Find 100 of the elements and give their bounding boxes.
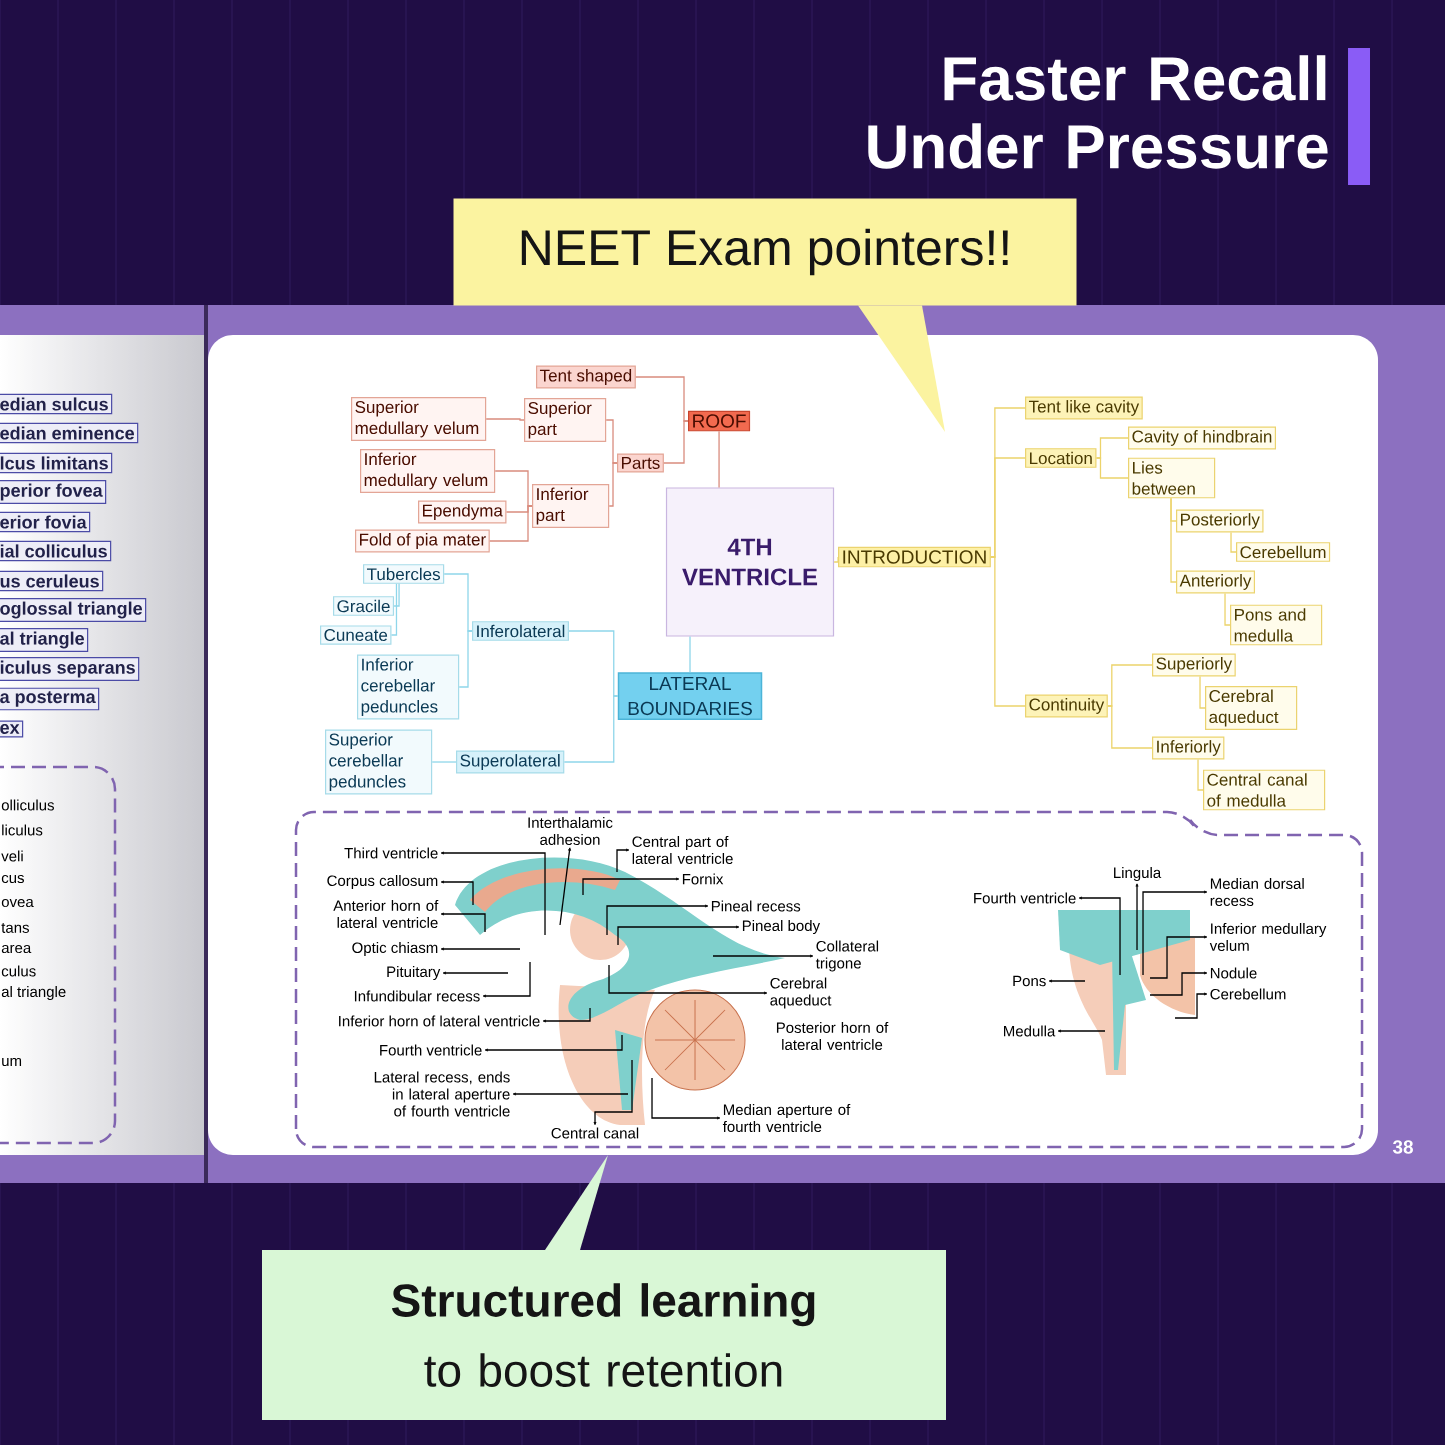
connector-line [1199,675,1206,709]
topic-box: Gracile [333,596,395,616]
leader-line [1078,896,1121,976]
leader-line [616,848,630,873]
part-label: Lateral recess, ends in lateral aperture of fourth ventricle [374,1071,510,1117]
connector-line [833,556,839,563]
leader-line [1174,992,1208,1019]
leader-line [651,1077,721,1120]
topic-box: Tent shaped [536,365,636,389]
part-label: Inferior medullary velum [1209,923,1327,951]
topic-box: Inferolateral [472,621,569,641]
list-tag: ial colliculus [0,540,112,562]
connector-line [563,695,619,763]
leader-line [440,947,521,951]
part-label: Pons [1013,975,1046,987]
topic-box: Cerebral aqueduct [1205,686,1298,731]
connector-line [1107,705,1153,749]
part-label: Nodule [1210,967,1257,979]
leader-line [559,847,571,926]
part-label: Corpus callosum [327,875,438,889]
part-label: Inferior horn of lateral ventricle [339,1015,540,1027]
leader-line [1142,890,1208,976]
topic-box: Posteriorly [1176,509,1264,533]
list-tag: erior fovia [0,511,91,533]
connector-line [1224,592,1231,626]
topic-box: Central canal of medulla [1203,769,1326,811]
leader-line [440,851,546,936]
branch-box: LATERAL BOUNDARIES [617,672,763,720]
leader-line [542,1007,591,1023]
leader-line [442,971,509,975]
leader-line [512,1092,629,1096]
connector-line [458,630,473,688]
connector-line [1095,457,1129,479]
leader-line [1149,935,1208,979]
part-label: Cerebral aqueduct [770,977,832,1009]
topic-box: Tubercles [363,564,445,584]
part-label: area [1,944,32,954]
speech-bubble: Structured learning to boost retention [262,1250,946,1420]
part-label: Fornix [682,873,724,885]
part-label: Cerebellum [1210,988,1286,1000]
part-label: al triangle [1,986,66,1000]
topic-box: Parts [617,453,664,473]
topic-box: Inferior part [532,483,610,529]
list-tag: oglossal triangle [0,598,147,623]
leader-line [1135,883,1139,951]
part-label: Median dorsal recess [1210,878,1304,906]
title: Faster Recall Under Pressure [868,55,1328,169]
branch-box: ROOF [688,410,751,432]
topic-box: Inferior medullary velum [360,448,496,494]
part-label: liculus [2,824,43,836]
part-label: Pineal recess [711,900,801,912]
part-label: Pituitary [387,966,441,980]
leader-line [1149,971,1208,996]
central-topic-box: 4TH VENTRICLE [665,487,835,637]
leader-line [482,961,531,998]
leader-line [712,954,814,958]
connector-line [1230,531,1237,553]
topic-box: Superior medullary velum [351,396,487,442]
topic-box: Fold of pia mater [355,529,490,553]
connector-line [990,556,1026,707]
part-label: Infundibular recess [354,990,480,1002]
topic-box: Lies between [1128,457,1216,499]
part-label: ovea [1,898,34,908]
topic-box: Tent like cavity [1025,396,1143,420]
list-tag: al triangle [0,628,89,653]
part-label: Interthalamic adhesion [528,817,613,845]
leader-line [606,904,709,936]
topic-box: Cavity of hindbrain [1128,426,1276,450]
part-label: Central canal [551,1127,639,1139]
connector-line [718,430,720,489]
part-label: tans [1,923,29,933]
connector-line [1170,497,1177,583]
part-label: culus [1,965,36,977]
topic-box: Ependyma [418,500,507,524]
part-label: olliculus [1,799,54,811]
topic-box: Superior part [524,397,607,443]
part-label: Optic chiasm [352,942,438,956]
connector-line [485,418,525,421]
leader-line [608,964,768,995]
topic-box: Continuity [1025,694,1108,718]
topic-box: Superiorly [1152,653,1236,677]
part-label: Fourth ventricle [380,1044,482,1056]
part-label: veli [1,850,23,862]
part-label: cus [1,874,24,884]
part-label: um [2,1057,22,1067]
part-label: Collateral trigone [815,940,879,972]
speech-bubble-tail [545,1155,608,1250]
page-number: 38 [1392,1140,1413,1154]
topic-box: Location [1025,448,1097,468]
topic-box: Inferiorly [1152,736,1225,760]
topic-box: Pons and medulla [1230,604,1323,646]
list-tag: us ceruleus [0,570,104,592]
leader-line [582,877,680,896]
topic-box: Superior cerebellar peduncles [325,729,433,795]
part-label: Median aperture of fourth ventricle [722,1104,851,1132]
topic-box: Superolateral [456,750,565,774]
speech-bubble-tail [858,305,945,432]
part-label: Third ventricle [344,847,438,859]
part-label: Lingula [1114,867,1162,881]
part-label: Central part of lateral ventricle [632,836,733,864]
